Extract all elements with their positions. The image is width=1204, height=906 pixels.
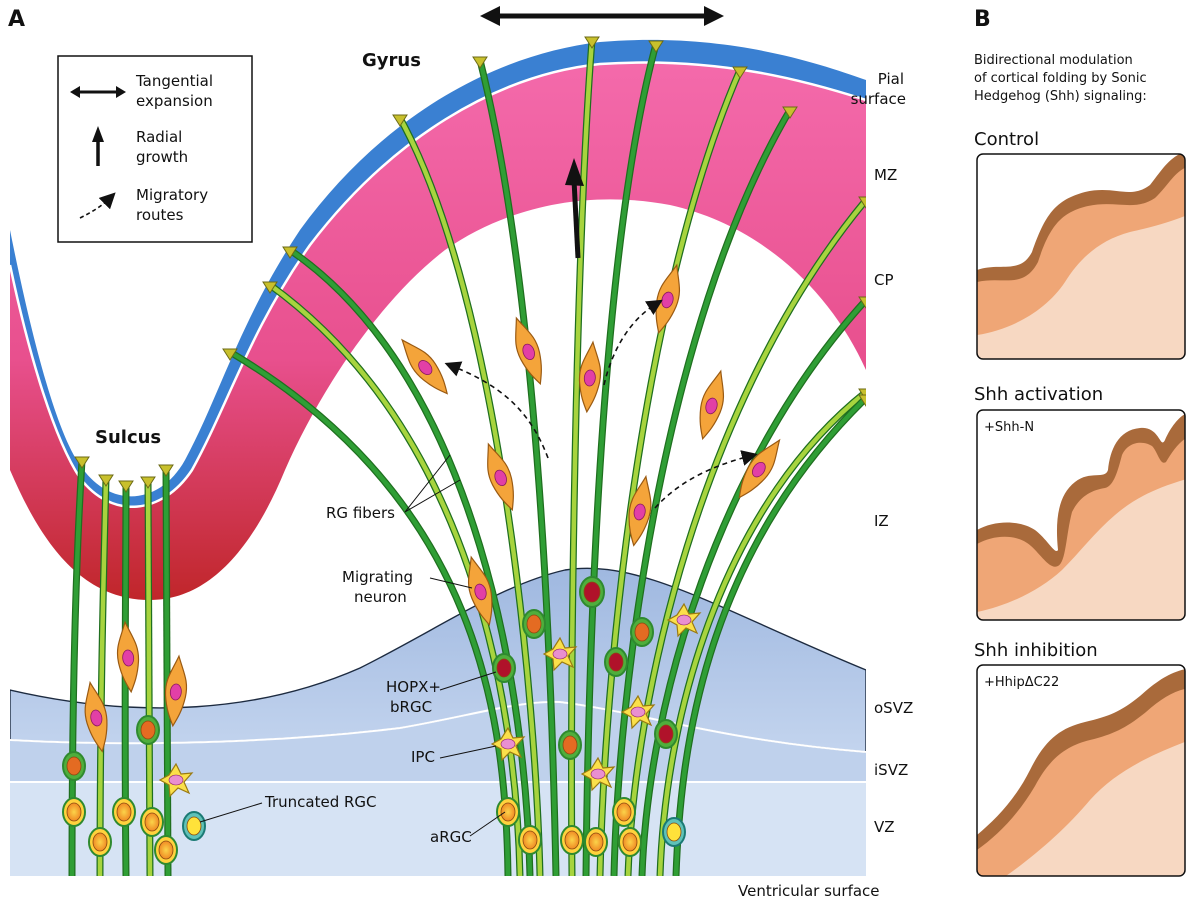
sulcus-label: Sulcus: [95, 427, 161, 448]
argc-label: aRGC: [430, 828, 472, 846]
rgc-cell-nucleus: [67, 757, 81, 775]
ipc-label: IPC: [411, 748, 435, 766]
rgc-cell-nucleus: [527, 615, 541, 633]
rgc-cell-nucleus: [563, 736, 577, 754]
migrating-neuron-line1: Migrating: [342, 568, 413, 586]
tangential-expansion-arrow: [480, 6, 724, 26]
rg-endfoot: [159, 465, 173, 476]
shh-inhibition-tissue: [977, 665, 1190, 880]
hopx-brgc-cell-nucleus: [659, 725, 673, 743]
panel-b-desc-line3: Hedgehog (Shh) signaling:: [974, 89, 1147, 104]
argc-cell-nucleus: [145, 813, 159, 831]
hopx-brgc-cell-nucleus: [497, 659, 511, 677]
truncated-rgc-cell-nucleus: [667, 823, 681, 841]
shh-activation-treatment: +Shh-N: [984, 420, 1034, 435]
rg-endfoot: [99, 475, 113, 486]
zone-label-osvz: oSVZ: [874, 699, 913, 717]
panel-a: A: [8, 6, 913, 900]
legend-migratory-line1: Migratory: [136, 186, 208, 204]
zone-label-cp: CP: [874, 271, 894, 289]
hopx-brgc-cell-nucleus: [584, 582, 600, 602]
shh-activation-title: Shh activation: [974, 384, 1103, 405]
migrating-neuron: [115, 621, 142, 693]
panel-b-desc-line1: Bidirectional modulation: [974, 53, 1133, 68]
rg-endfoot: [141, 477, 155, 488]
legend: Tangential expansion Radial growth Migra…: [58, 56, 252, 242]
panel-b: B Bidirectional modulation of cortical f…: [974, 7, 1190, 880]
legend-radial-line1: Radial: [136, 128, 182, 146]
legend-tangential-line1: Tangential: [135, 72, 213, 90]
rg-fibers-label: RG fibers: [326, 504, 395, 522]
rg-fiber: [166, 468, 168, 876]
control-title: Control: [974, 129, 1039, 150]
pial-surface-line2: surface: [851, 90, 906, 108]
zone-label-mz: MZ: [874, 166, 897, 184]
argc-cell-nucleus: [93, 833, 107, 851]
ventricular-surface-label: Ventricular surface: [738, 882, 880, 900]
legend-migratory-line2: routes: [136, 206, 184, 224]
panel-b-desc-line2: of cortical folding by Sonic: [974, 71, 1147, 86]
shh-inhibition-treatment: +HhipΔC22: [984, 675, 1059, 690]
truncated-rgc-label: Truncated RGC: [264, 793, 377, 811]
argc-cell-nucleus: [501, 803, 515, 821]
argc-cell-nucleus: [67, 803, 81, 821]
argc-cell-nucleus: [523, 831, 537, 849]
pial-surface-line1: Pial: [878, 70, 904, 88]
argc-cell-nucleus: [159, 841, 173, 859]
hopx-brgc-line2: bRGC: [390, 698, 432, 716]
argc-cell-nucleus: [589, 833, 603, 851]
rg-endfoot: [119, 481, 133, 492]
zone-label-iz: IZ: [874, 512, 889, 530]
rgc-cell-nucleus: [635, 623, 649, 641]
shh-inhibition-title: Shh inhibition: [974, 640, 1098, 661]
legend-radial-line2: growth: [136, 148, 188, 166]
truncated-rgc-cell-nucleus: [187, 817, 201, 835]
zone-label-isvz: iSVZ: [874, 761, 908, 779]
legend-tangential-line2: expansion: [136, 92, 213, 110]
panel-b-letter: B: [974, 7, 991, 32]
argc-cell-nucleus: [623, 833, 637, 851]
hopx-brgc-line1: HOPX+: [386, 678, 441, 696]
argc-cell-nucleus: [565, 831, 579, 849]
hopx-brgc-cell-nucleus: [609, 653, 623, 671]
argc-cell-nucleus: [117, 803, 131, 821]
rgc-cell-nucleus: [141, 721, 155, 739]
argc-cell-nucleus: [617, 803, 631, 821]
gyrus-label: Gyrus: [362, 50, 421, 71]
control-tissue: [977, 150, 1190, 360]
migrating-neuron: [649, 262, 687, 335]
migrating-neuron: [693, 368, 731, 441]
panel-a-letter: A: [8, 7, 25, 32]
migrating-neuron-line2: neuron: [354, 588, 407, 606]
shh-activation-tissue: [977, 410, 1190, 620]
zone-label-vz: VZ: [874, 818, 895, 836]
